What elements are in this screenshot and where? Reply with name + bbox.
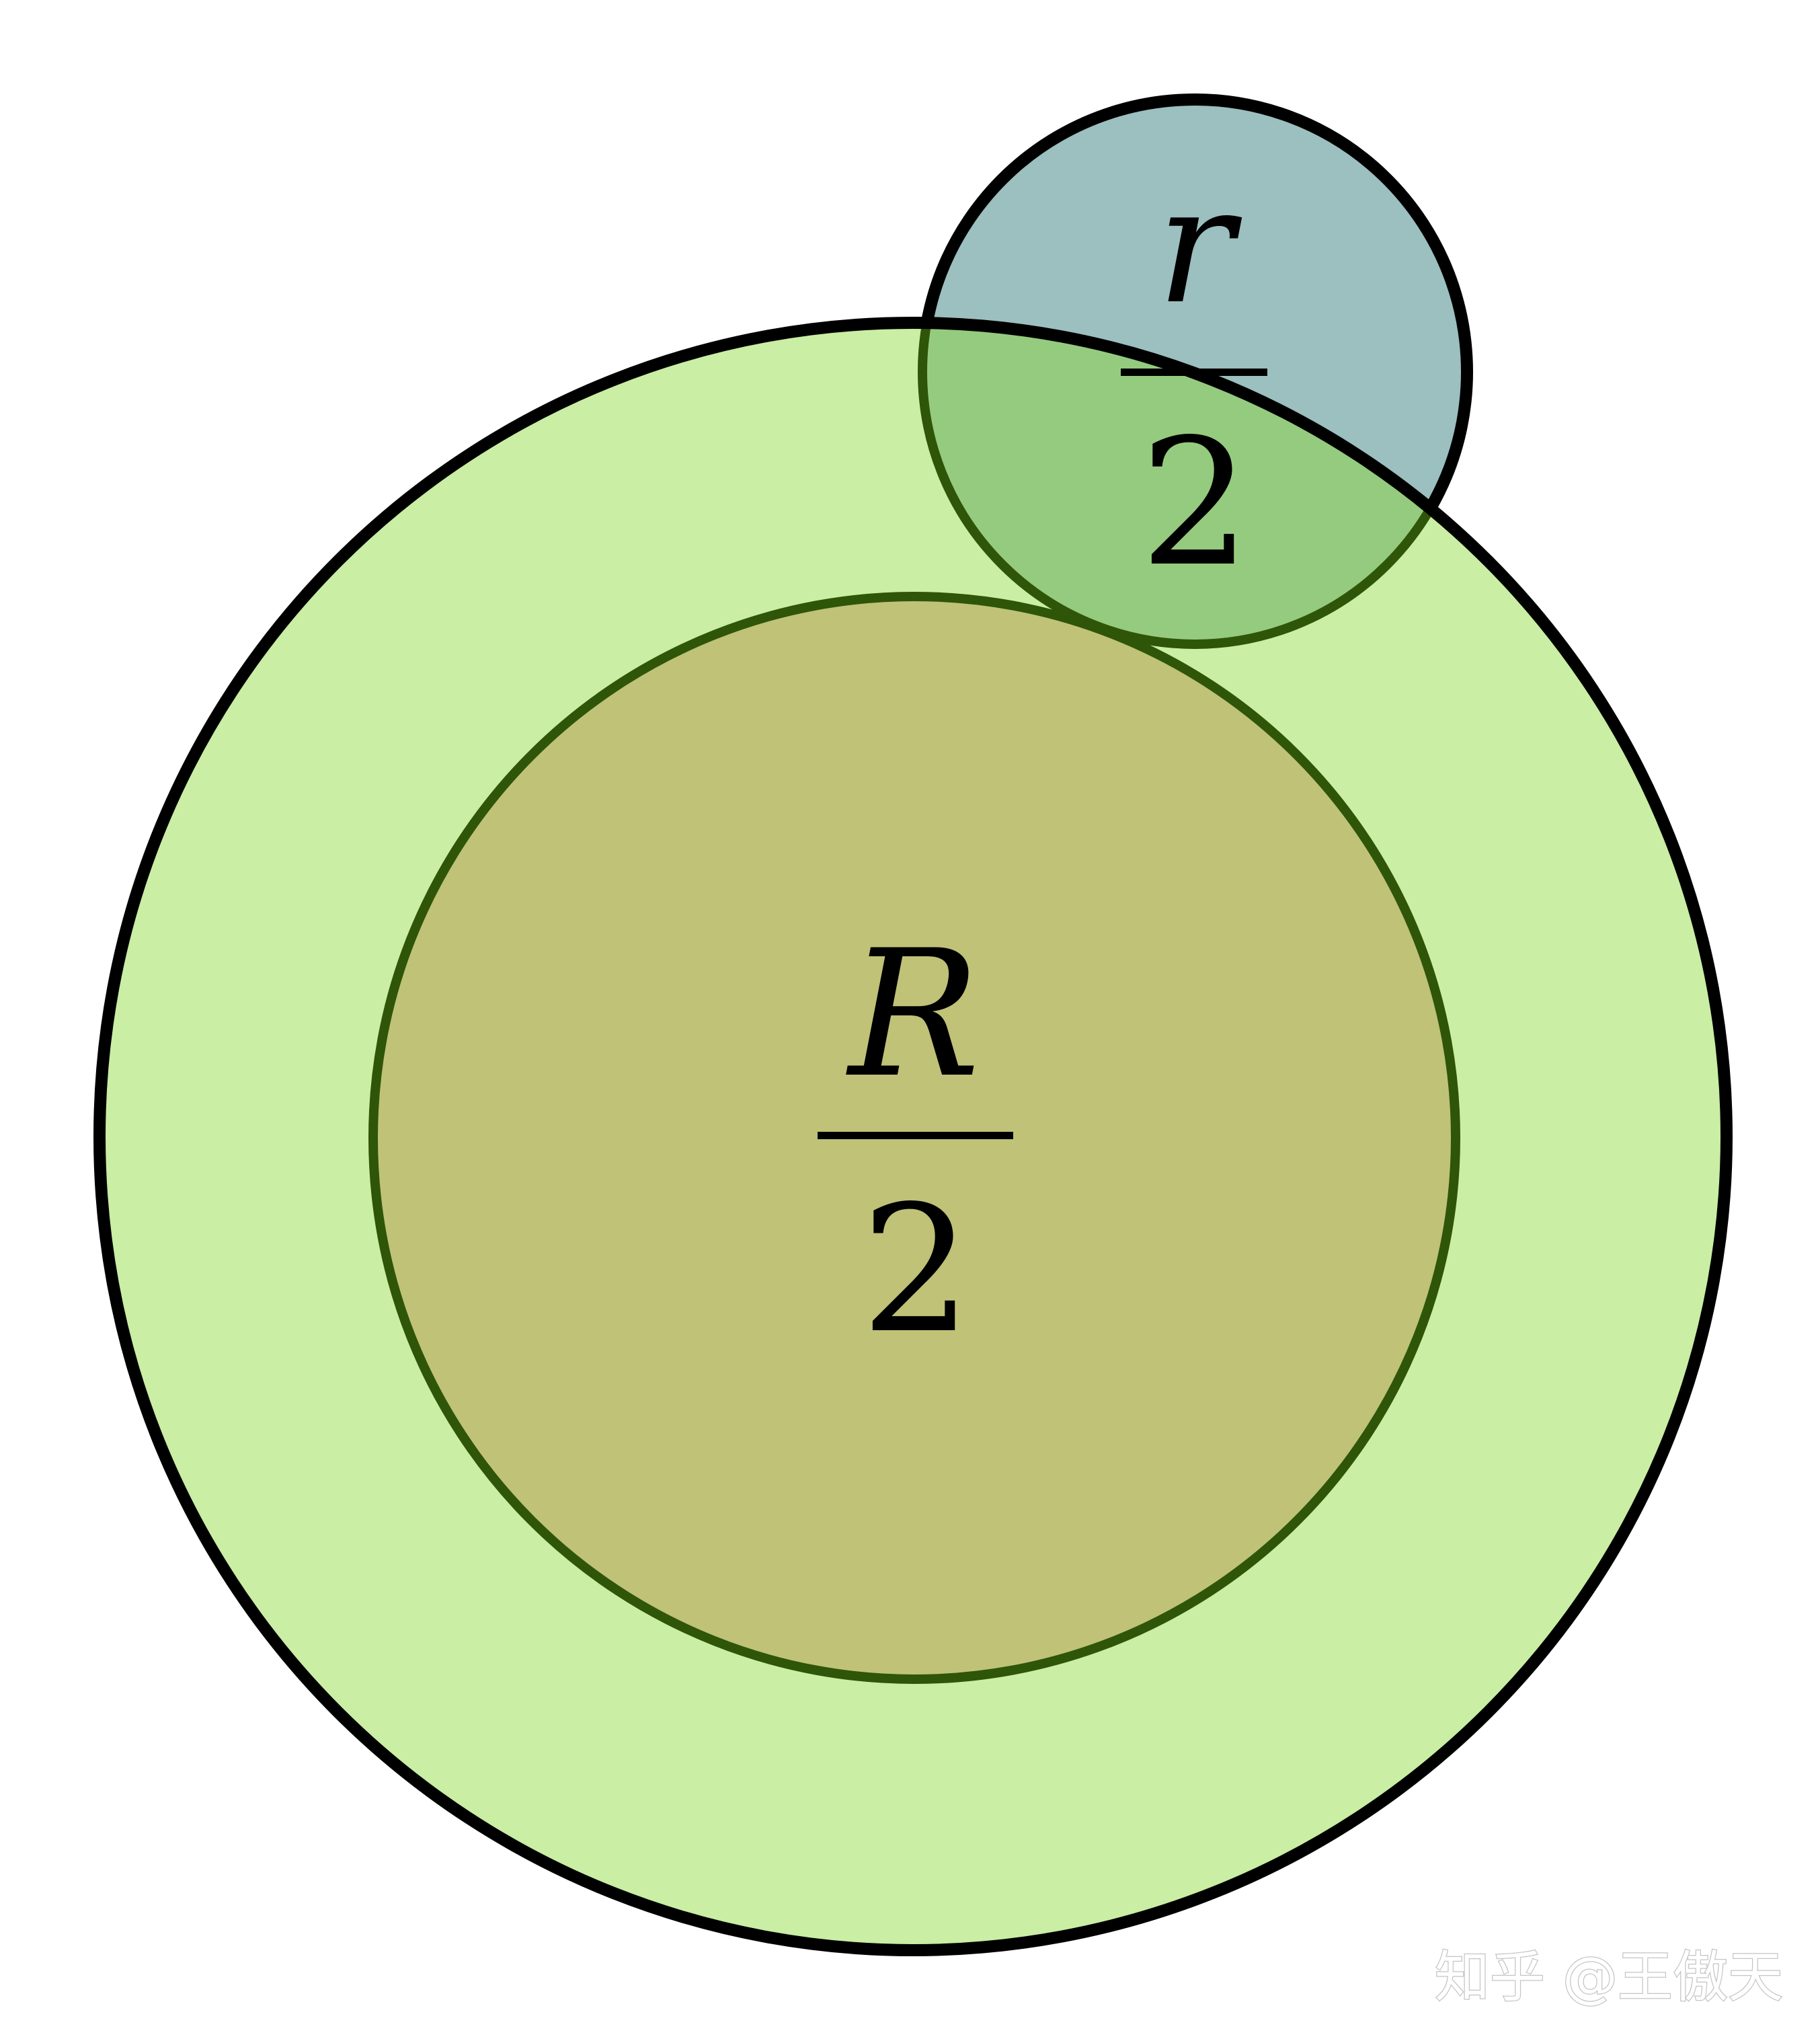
small-denominator: 2 <box>1140 402 1251 605</box>
outer-circle-outline <box>93 317 1733 1956</box>
small-numerator: r <box>1157 151 1242 340</box>
inner-numerator: R <box>846 913 980 1116</box>
small-circle-outer-outline <box>920 93 1473 512</box>
small-fraction-label: r 2 <box>1121 151 1267 605</box>
inner-denominator: 2 <box>861 1169 972 1372</box>
watermark-text: 知乎 @王傲天 <box>1435 1946 1783 2009</box>
inner-fraction-bar <box>818 1132 1013 1139</box>
small-fraction-bar <box>1121 369 1267 376</box>
inner-fraction-label: R 2 <box>818 913 1013 1372</box>
